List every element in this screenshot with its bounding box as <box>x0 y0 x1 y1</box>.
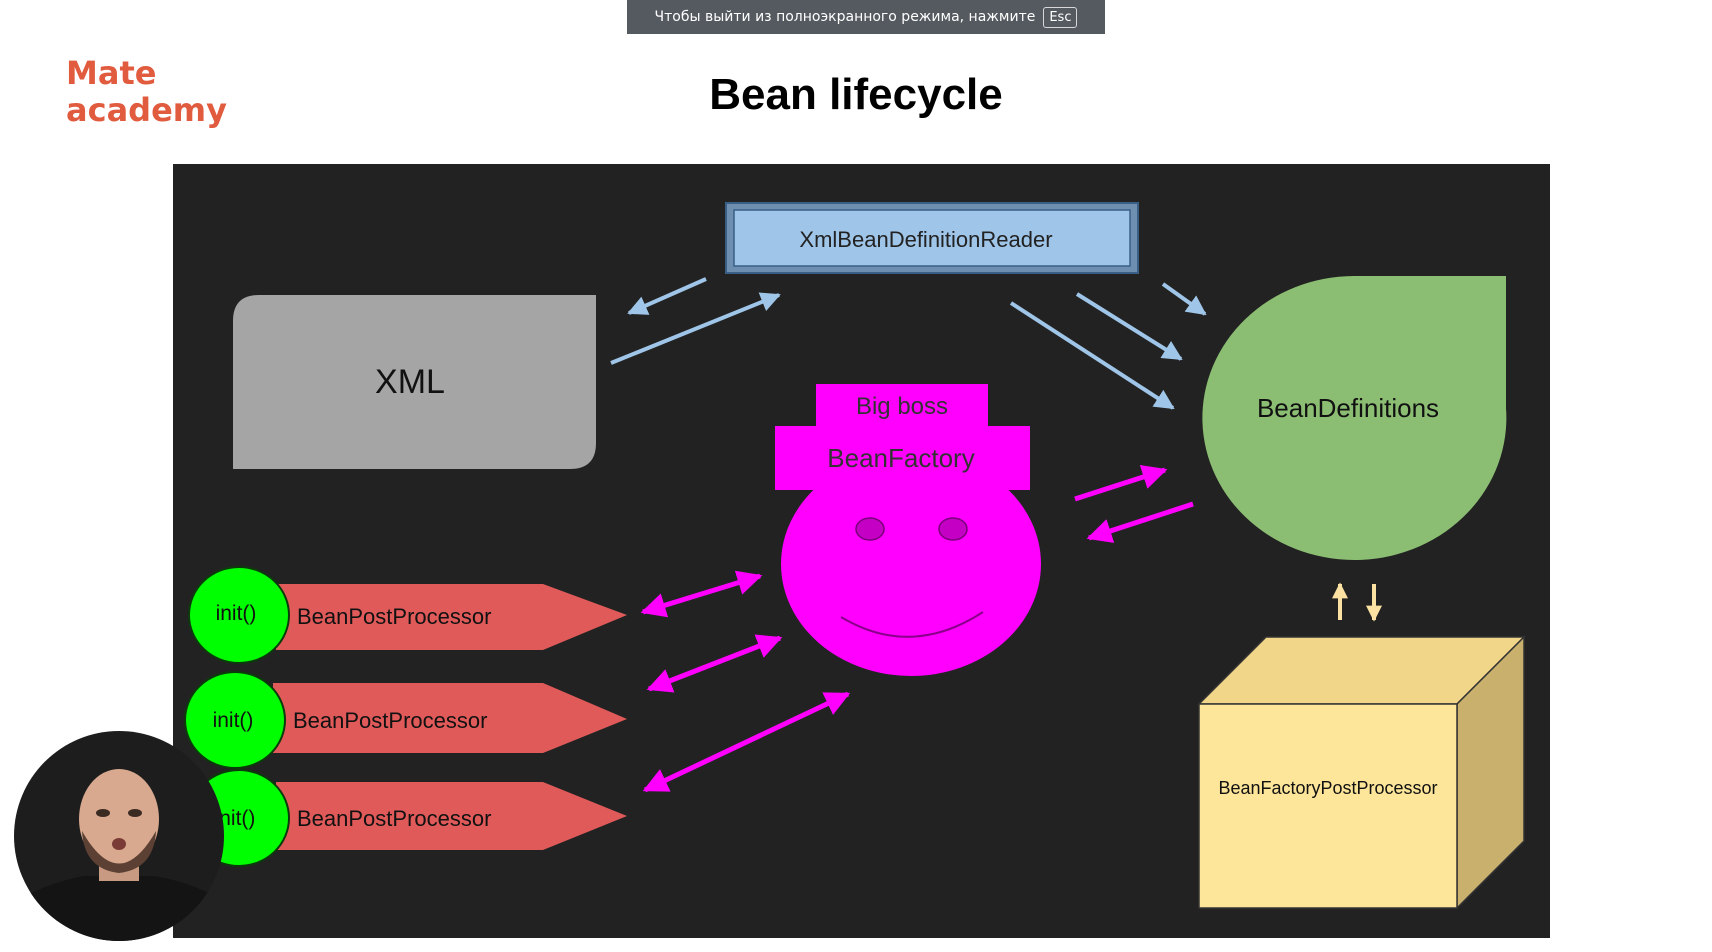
reader-label: XmlBeanDefinitionReader <box>799 227 1052 252</box>
arrow-reader-to-definitions-3 <box>1009 301 1175 410</box>
hat-bottom-label: BeanFactory <box>827 443 974 473</box>
bean-factory-face <box>781 452 1041 676</box>
xml-label: XML <box>375 363 445 401</box>
definitions-cube-arrows <box>1332 582 1382 622</box>
bean-definitions-shape: BeanDefinitions <box>1202 276 1507 560</box>
bean-definitions-label: BeanDefinitions <box>1257 393 1439 423</box>
bean-factory-post-processor-cube: BeanFactoryPostProcessor <box>1197 635 1526 910</box>
post-processor-label-1: BeanPostProcessor <box>297 604 491 629</box>
init-label-1: init() <box>216 602 257 625</box>
init-circle-2 <box>184 671 286 769</box>
arrow-reader-to-xml <box>627 277 707 315</box>
xml-box: XML <box>233 295 596 469</box>
arrow-factory-postprocessor-1 <box>640 570 763 618</box>
mate-academy-logo: Mate academy <box>66 55 227 129</box>
arrow-xml-to-reader <box>610 292 781 365</box>
logo-line-1: Mate <box>66 54 157 92</box>
init-label-3: init() <box>215 807 256 830</box>
post-processor-label-2: BeanPostProcessor <box>293 708 487 733</box>
arrow-factory-to-definitions <box>1074 465 1168 502</box>
logo-line-2: academy <box>66 91 227 129</box>
factory-arrows <box>640 465 1194 793</box>
arrow-reader-to-definitions-2 <box>1075 292 1183 361</box>
arrow-reader-to-definitions-1 <box>1161 282 1207 316</box>
fullscreen-notice-text: Чтобы выйти из полноэкранного режима, на… <box>654 9 1036 25</box>
post-processor-label-3: BeanPostProcessor <box>297 806 491 831</box>
esc-key-badge: Esc <box>1043 6 1078 28</box>
slide-title: Bean lifecycle <box>709 70 1003 119</box>
post-processor-row-2: init() BeanPostProcessor <box>184 671 627 769</box>
left-eye <box>855 517 885 541</box>
xml-bean-definition-reader-box: XmlBeanDefinitionReader <box>725 202 1139 274</box>
bean-lifecycle-diagram: XmlBeanDefinitionReader XML BeanDefiniti… <box>173 164 1550 938</box>
arrow-factory-postprocessor-2 <box>646 634 783 693</box>
init-circle-1 <box>188 566 290 664</box>
fullscreen-exit-notice: Чтобы выйти из полноэкранного режима, на… <box>627 0 1105 34</box>
post-processor-row-1: init() BeanPostProcessor <box>188 566 627 664</box>
presenter-webcam <box>14 731 224 941</box>
init-label-2: init() <box>213 709 254 732</box>
right-eye <box>938 517 968 541</box>
arrow-factory-postprocessor-3 <box>642 691 851 793</box>
smile <box>840 611 984 638</box>
big-boss-hat: Big boss BeanFactory <box>775 384 1030 490</box>
factory-post-processor-label: BeanFactoryPostProcessor <box>1218 778 1437 798</box>
arrow-definitions-to-factory <box>1086 501 1194 543</box>
hat-top-label: Big boss <box>856 393 948 420</box>
reader-arrows <box>610 277 1207 410</box>
